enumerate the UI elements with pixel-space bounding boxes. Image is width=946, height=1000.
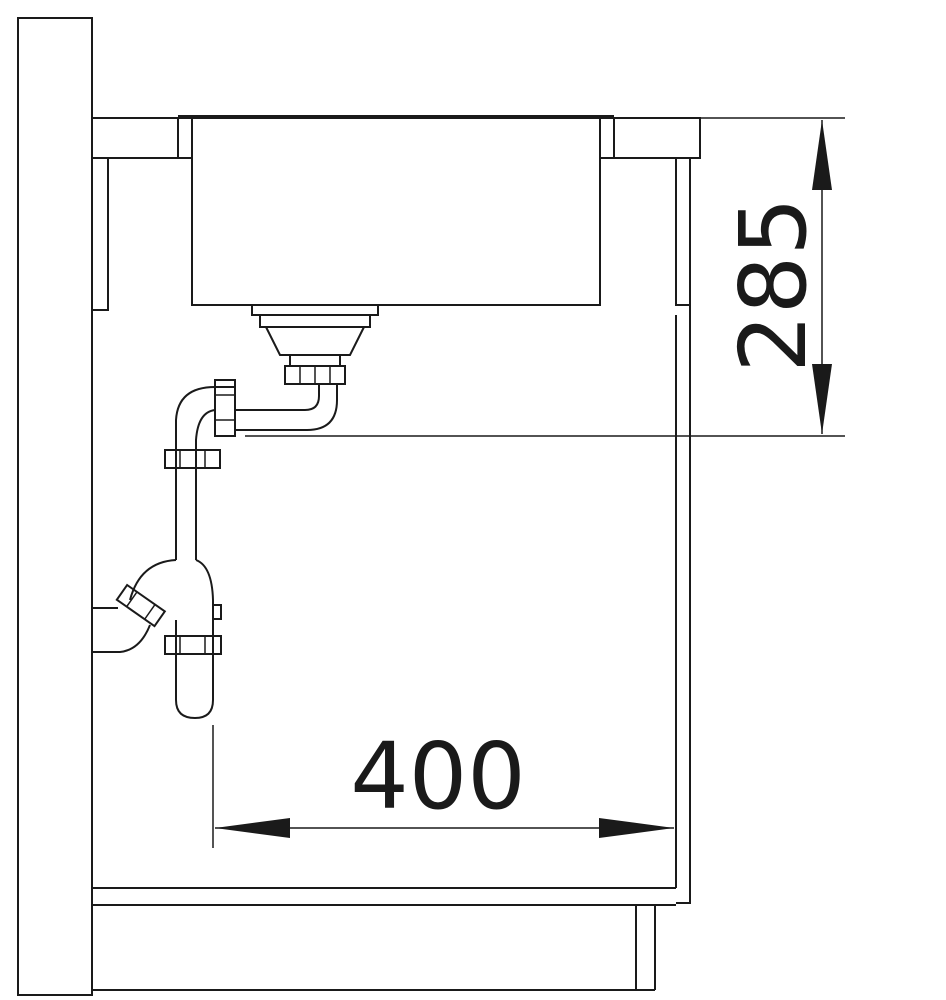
arrow-up-icon <box>812 120 832 190</box>
drain-strainer <box>251 304 379 385</box>
sink-basin <box>191 117 601 306</box>
cabinet <box>92 158 691 991</box>
width-dimension: 400 <box>212 723 674 848</box>
arrow-right-icon <box>599 818 674 838</box>
width-label: 400 <box>350 723 526 830</box>
height-dimension: 285 <box>245 117 845 437</box>
bottle-trap <box>92 559 222 720</box>
height-label: 285 <box>720 197 827 373</box>
arrow-down-icon <box>812 364 832 434</box>
drain-pipe <box>164 379 338 560</box>
wall <box>17 17 93 996</box>
countertop <box>91 115 701 159</box>
arrow-left-icon <box>215 818 290 838</box>
